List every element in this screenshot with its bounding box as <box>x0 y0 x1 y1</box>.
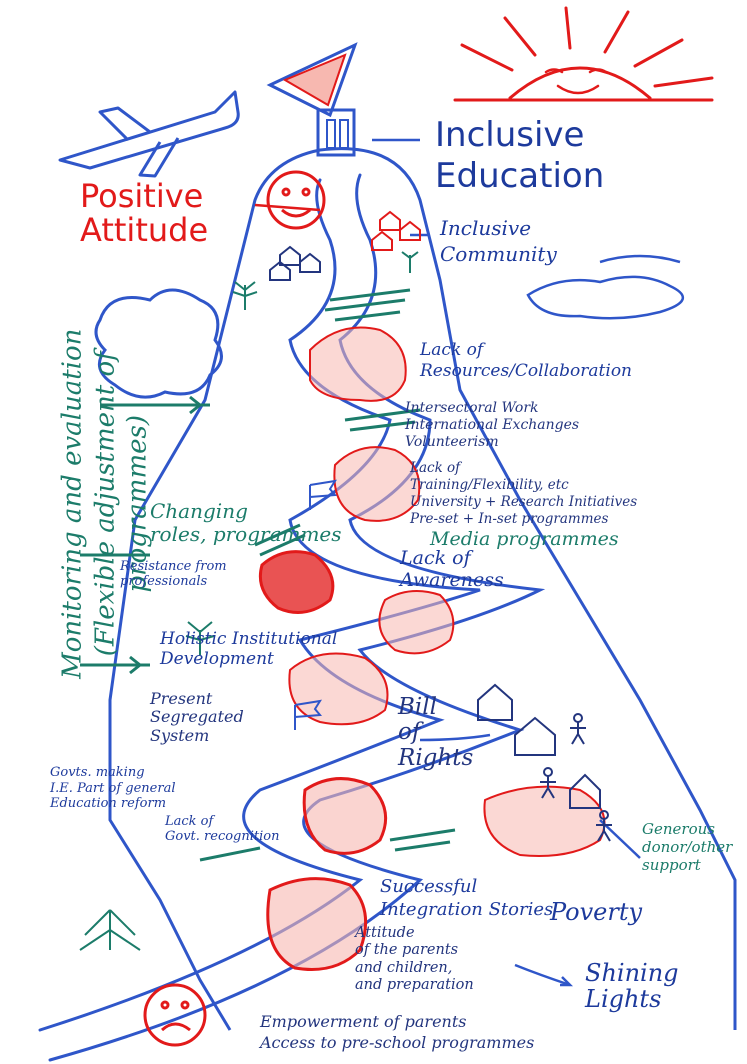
govts-making-label: Govts. making I.E. Part of general Educa… <box>50 765 176 812</box>
changing-roles-label: Changing roles, programmes <box>150 499 342 546</box>
media-programmes-label: Media programmes <box>430 528 619 550</box>
smiling-face-icon <box>266 170 326 230</box>
poverty-label: Poverty <box>550 898 643 926</box>
tree-icon <box>79 251 419 951</box>
lack-awareness-label: Lack of Awareness <box>400 547 504 591</box>
terrain-hatching <box>199 288 456 862</box>
present-segregated-label: Present Segregated System <box>150 689 244 745</box>
mountain-outline <box>108 147 737 1031</box>
shining-lights-label: Shining Lights <box>585 959 679 1014</box>
obstacle-blob <box>266 777 388 972</box>
lack-training-label: Lack of Training/Flexibility, etc Univer… <box>410 460 638 527</box>
connector-lines <box>254 203 321 212</box>
generous-donor-label: Generous donor/other support <box>642 820 733 874</box>
intersectoral-label: Intersectoral Work International Exchang… <box>405 400 580 450</box>
sun-icon <box>453 6 714 102</box>
positive-attitude-label: Positive Attitude <box>80 177 209 249</box>
cloud-icon <box>526 254 684 320</box>
resistance-label: Resistance from professionals <box>120 559 227 589</box>
connector-lines <box>372 138 641 987</box>
lack-govt-label: Lack of Govt. recognition <box>165 814 280 844</box>
successful-integration-label: Successful Integration Stories <box>380 876 554 921</box>
inclusive-education-label: Inclusive Education <box>435 115 605 196</box>
bill-of-rights-label: Bill of Rights <box>398 694 474 771</box>
community-houses <box>371 210 421 251</box>
monitoring-label: Monitoring and evaluation (Flexible adju… <box>57 328 153 679</box>
obstacle-blob <box>258 550 335 614</box>
lack-resources-label: Lack of Resources/Collaboration <box>420 340 633 382</box>
inclusive-community-label: Inclusive Community <box>440 216 557 266</box>
airplane-icon <box>58 90 240 178</box>
person-icon <box>540 713 612 842</box>
school-icon <box>266 42 358 157</box>
sad-face-icon <box>143 983 207 1047</box>
flag-icon <box>294 479 338 730</box>
house-icon <box>269 245 601 809</box>
connector-lines <box>80 395 210 675</box>
holistic-label: Holistic Institutional Development <box>160 629 338 669</box>
attitude-parents-label: Attitude of the parents and children, an… <box>355 925 474 994</box>
empowerment-label: Empowerment of parents Access to pre-sch… <box>260 1012 535 1052</box>
cloud-icon <box>94 288 223 399</box>
obstacle-blob <box>288 326 606 857</box>
